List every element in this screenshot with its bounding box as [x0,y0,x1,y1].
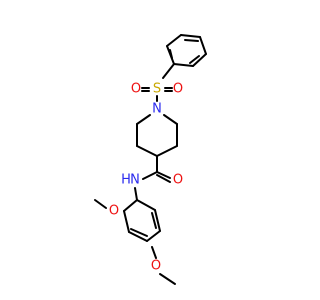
bond [184,39,199,42]
bond [159,273,176,285]
methoxy-oxygen-ortho-label: O [109,204,119,219]
bond [146,230,161,242]
bond [199,36,207,55]
bond [173,63,194,67]
bond [192,53,207,67]
bond [166,34,182,47]
bond [136,145,158,157]
bond [154,209,161,232]
atom-label-layer: S O O N N H O O O [109,82,183,274]
bond [151,212,157,229]
bond [189,55,200,64]
bond [136,199,156,211]
bond [130,228,148,237]
bond [151,246,157,259]
bond [180,34,201,38]
amide-hydrogen-label: H [121,173,131,188]
bond-layer [94,34,207,285]
molecule-structure: S O O N N H O O O [94,34,207,285]
bond [94,199,107,209]
bond [156,145,178,157]
bond [156,171,171,179]
bond [163,114,178,125]
bond [134,187,138,201]
bond [142,171,158,180]
sulfonyl-oxygen-right-label: O [173,82,183,97]
bond [162,63,175,79]
bond [123,210,130,233]
bond [169,49,173,59]
sulfonyl-oxygen-left-label: O [131,82,141,97]
bond [123,199,138,212]
sulfonyl-sulfur-label: S [153,82,161,97]
bond [156,174,171,183]
bond [136,114,151,125]
piperidine-nitrogen-label: N [152,102,162,117]
bond [128,231,148,242]
methoxy-oxygen-para-label: O [151,259,161,274]
amide-nitrogen-label: N [130,173,140,188]
amide-oxygen-label: O [173,173,183,188]
